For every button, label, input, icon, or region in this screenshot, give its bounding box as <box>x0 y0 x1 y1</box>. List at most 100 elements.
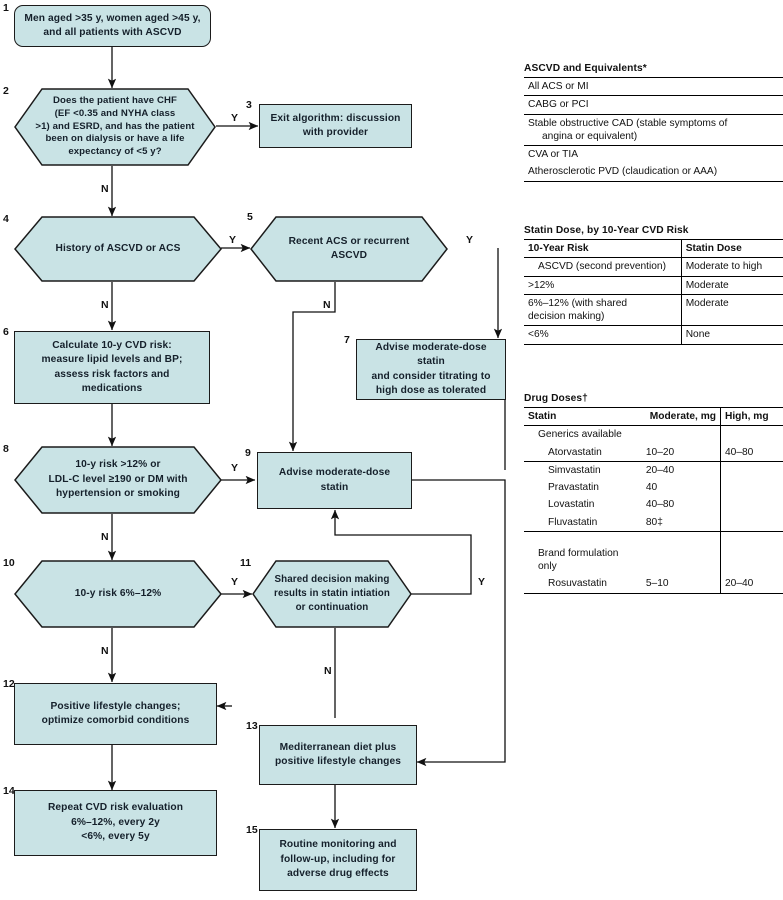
statin-dose-value-1: Moderate to high <box>680 257 783 277</box>
node-8-high-risk-question[interactable]: 10-y risk >12% or LDL-C level ≥190 or DM… <box>14 446 222 514</box>
table-row: Fluvastatin 80‡ <box>524 513 783 532</box>
statin-dose-risk-3: 6%–12% (with shared decision making) <box>524 293 682 327</box>
branch-label-11-yes: Y <box>478 576 486 588</box>
node-13-line-2: positive lifestyle changes <box>274 756 402 767</box>
node-14-line-2: 6%–12%, every 2y <box>71 816 160 828</box>
table-row: CABG or PCI <box>524 95 783 115</box>
drug-name-lovastatin: Lovastatin <box>548 499 595 511</box>
ascvd-row-3: Stable obstructive CAD (stable symptoms … <box>524 113 783 146</box>
statin-dose-value-2: Moderate <box>680 275 783 295</box>
table-row: Stable obstructive CAD (stable symptoms … <box>524 113 783 146</box>
ascvd-row-3-line-2: angina or equivalent) <box>542 130 638 142</box>
table-row: <6% None <box>524 325 783 345</box>
drug-high-fluvastatin <box>719 513 783 532</box>
hexagon-shape <box>250 216 448 282</box>
node-9-line-1: Advise moderate-dose statin <box>278 467 391 493</box>
branch-label-4-no: N <box>101 299 109 311</box>
node-11-line-2: results in statin intiation <box>274 588 390 600</box>
branch-label-8-no: N <box>101 531 109 543</box>
node-2-line-1: Does the patient have CHF <box>52 94 178 106</box>
ascvd-row-4: CVA or TIA <box>524 145 783 164</box>
node-11-line-1: Shared decision making <box>274 574 390 586</box>
statin-dose-risk-1: ASCVD (second prevention) <box>524 257 682 277</box>
statin-dose-risk-3-line-1: 6%–12% (with shared <box>528 297 628 309</box>
drug-moderate-fluvastatin: 80‡ <box>641 513 721 532</box>
ascvd-equivalents-table: All ACS or MI CABG or PCI Stable obstruc… <box>524 76 783 182</box>
panel-drug-doses: Drug Doses† Statin Moderate, mg High, mg… <box>524 393 783 594</box>
node-13-mediterranean-diet[interactable]: Mediterranean diet plus positive lifesty… <box>259 725 417 785</box>
drug-high-atorvastatin: 40–80 <box>719 443 783 462</box>
statin-dose-value-3: Moderate <box>680 293 783 327</box>
node-number-5: 5 <box>247 211 253 223</box>
node-number-13: 13 <box>246 720 258 732</box>
node-8-line-2: LDL-C level ≥190 or DM with <box>48 473 188 485</box>
node-12-positive-lifestyle[interactable]: Positive lifestyle changes; optimize com… <box>14 683 217 745</box>
table-header-row: 10-Year Risk Statin Dose <box>524 238 783 259</box>
node-14-repeat-risk-evaluation[interactable]: Repeat CVD risk evaluation 6%–12%, every… <box>14 790 217 856</box>
statin-dose-risk-2: >12% <box>524 275 682 295</box>
node-15-line-2: follow-up, including for <box>280 853 396 865</box>
drug-doses-table-caption: Drug Doses† <box>524 393 588 404</box>
ascvd-row-5: Atherosclerotic PVD (claudication or AAA… <box>524 163 783 182</box>
ascvd-row-3-line-1: Stable obstructive CAD (stable symptoms … <box>528 117 728 129</box>
node-10-intermediate-risk[interactable]: 10-y risk 6%–12% <box>14 560 222 628</box>
statin-dose-risk-3-line-2: decision making) <box>528 311 605 322</box>
node-1-population[interactable]: Men aged >35 y, women aged >45 y, and al… <box>14 5 211 47</box>
statin-dose-value-4: None <box>680 325 783 345</box>
node-3-line-2: with provider <box>302 127 369 138</box>
node-3-exit-algorithm[interactable]: Exit algorithm: discussion with provider <box>259 104 412 148</box>
table-row: Rosuvastatin 5–10 20–40 <box>524 575 783 594</box>
node-number-9: 9 <box>245 447 251 459</box>
node-7-line-2: and consider titrating to <box>371 370 491 382</box>
node-10-line-1: 10-y risk 6%–12% <box>74 587 162 599</box>
table-row: >12% Moderate <box>524 275 783 295</box>
node-2-chf-esrd-question[interactable]: Does the patient have CHF (EF <0.35 and … <box>14 88 216 166</box>
node-12-line-1: Positive lifestyle changes; <box>50 700 181 712</box>
drug-name-rosuvastatin: Rosuvastatin <box>524 575 642 594</box>
branch-label-11-no: N <box>324 665 332 677</box>
drug-group-2-moderate-empty <box>642 545 721 576</box>
hexagon-shape <box>252 560 412 628</box>
node-8-line-1: 10-y risk >12% or <box>75 459 161 471</box>
drug-spacer-3 <box>719 530 783 545</box>
branch-label-8-yes: Y <box>231 462 239 474</box>
node-6-line-2: measure lipid levels and BP; <box>41 354 183 366</box>
node-number-7: 7 <box>344 334 350 346</box>
node-2-line-3: >1) and ESRD, and has the patient <box>35 120 195 132</box>
branch-label-10-no: N <box>101 645 109 657</box>
node-number-11: 11 <box>240 557 252 569</box>
table-spacer-row <box>524 530 783 545</box>
node-11-line-3: or continuation <box>295 601 369 613</box>
drug-group-1-high-empty <box>719 425 783 444</box>
drug-high-rosuvastatin: 20–40 <box>719 575 783 594</box>
node-5-recent-acs[interactable]: Recent ACS or recurrent ASCVD <box>250 216 448 282</box>
table-row: All ACS or MI <box>524 76 783 97</box>
node-number-6: 6 <box>3 326 9 338</box>
table-row: CVA or TIA <box>524 145 783 164</box>
drug-name-atorvastatin: Atorvastatin <box>524 443 642 462</box>
node-3-line-1: Exit algorithm: discussion <box>270 112 401 124</box>
statin-dose-risk-4: <6% <box>524 325 682 345</box>
node-11-shared-decision[interactable]: Shared decision making results in statin… <box>252 560 412 628</box>
hexagon-shape <box>14 560 222 628</box>
node-2-line-2: (EF <0.35 and NYHA class <box>54 107 176 119</box>
node-15-routine-monitoring[interactable]: Routine monitoring and follow-up, includ… <box>259 829 417 891</box>
node-number-15: 15 <box>246 824 258 836</box>
ascvd-row-2: CABG or PCI <box>524 95 783 115</box>
node-6-calculate-risk[interactable]: Calculate 10-y CVD risk: measure lipid l… <box>14 331 210 404</box>
node-7-line-3: high dose as tolerated <box>375 384 487 396</box>
drug-moderate-pravastatin: 40 <box>645 482 658 493</box>
table-row: Pravastatin 40 <box>524 479 783 497</box>
branch-label-2-no: N <box>101 183 109 195</box>
table-row: Atorvastatin 10–20 40–80 <box>524 443 783 462</box>
branch-label-5-yes: Y <box>466 234 474 246</box>
drug-group-1-label: Generics available <box>524 425 642 444</box>
node-4-history-ascvd-acs[interactable]: History of ASCVD or ACS <box>14 216 222 282</box>
table-header-row: Statin Moderate, mg High, mg <box>524 406 783 427</box>
node-7-advise-titrate-high[interactable]: Advise moderate-dose statin and consider… <box>356 339 506 400</box>
node-9-advise-moderate-dose[interactable]: Advise moderate-dose statin <box>257 452 412 509</box>
statin-dose-table-caption: Statin Dose, by 10-Year CVD Risk <box>524 225 689 236</box>
node-number-1: 1 <box>3 2 9 14</box>
node-8-line-3: hypertension or smoking <box>55 488 180 500</box>
